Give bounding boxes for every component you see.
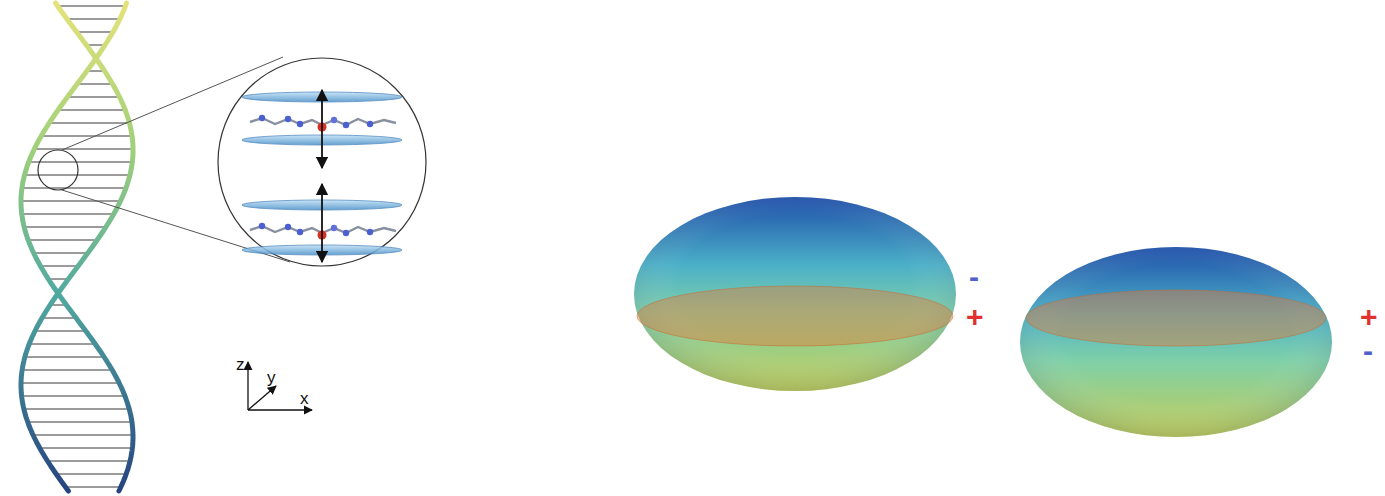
atom xyxy=(367,121,373,127)
base-pair-rung xyxy=(48,461,131,462)
atom xyxy=(285,116,291,122)
base-pair-rung xyxy=(34,149,133,150)
charge-sign: + xyxy=(966,302,984,332)
axis-label: y xyxy=(267,369,276,386)
axes xyxy=(248,362,312,410)
axis-label: z xyxy=(236,356,245,373)
base-pair-rung xyxy=(58,110,125,111)
dna-strand xyxy=(21,3,133,491)
base-pair-rung xyxy=(35,331,86,332)
base-pair-rung xyxy=(24,227,106,228)
base-pair-rung xyxy=(40,266,78,267)
charge-sign: - xyxy=(1363,336,1373,366)
base-pair-rung xyxy=(67,97,119,98)
atom xyxy=(285,224,291,230)
base-pair-rung xyxy=(49,123,129,124)
dipole-arrow xyxy=(321,90,323,168)
base-pair-rung xyxy=(25,357,104,358)
atom xyxy=(343,122,349,128)
base-pair-rung xyxy=(56,474,126,475)
atom xyxy=(259,223,265,229)
base-pair-rung xyxy=(28,422,132,423)
base-pair-rung xyxy=(42,318,76,319)
atom xyxy=(331,225,337,231)
atom xyxy=(367,229,373,235)
base-pair-rung xyxy=(22,214,114,215)
axis-label: x xyxy=(300,390,309,407)
ellipsoid-right xyxy=(1020,247,1332,437)
base-pair-rung xyxy=(77,84,112,85)
base-pair-rung xyxy=(33,435,133,436)
base-pair-rung xyxy=(40,448,133,449)
zoom-circle-small xyxy=(38,150,78,190)
base-pair-rung xyxy=(24,409,129,410)
base-pair-rung xyxy=(22,396,125,397)
base-pair-rung xyxy=(22,370,112,371)
base-pair-rung xyxy=(22,188,126,189)
charge-sign: + xyxy=(1360,302,1378,332)
base-pair-rung xyxy=(28,240,97,241)
ellipsoid-left xyxy=(634,197,956,391)
base-pair-rung xyxy=(21,201,120,202)
base-pair-rung xyxy=(67,19,120,20)
base-pair-rung xyxy=(29,344,95,345)
dna-strand xyxy=(21,3,133,491)
base-pair-rung xyxy=(29,162,133,163)
atom xyxy=(259,115,265,121)
base-pair-rung xyxy=(41,136,132,137)
base-pair-rung xyxy=(21,383,119,384)
dna-helix xyxy=(21,3,133,491)
atom xyxy=(297,229,303,235)
base-pair-rung xyxy=(65,487,120,488)
charge-sign: - xyxy=(969,262,979,292)
base-pair-stack xyxy=(242,90,402,262)
base-pair-rung xyxy=(77,32,113,33)
atom xyxy=(297,121,303,127)
base-pair-rung xyxy=(34,253,88,254)
dipole-arrow xyxy=(321,184,323,262)
atom xyxy=(331,117,337,123)
zoom-circle-large xyxy=(218,58,426,266)
atom xyxy=(343,230,349,236)
base-pair-rung xyxy=(58,6,126,7)
